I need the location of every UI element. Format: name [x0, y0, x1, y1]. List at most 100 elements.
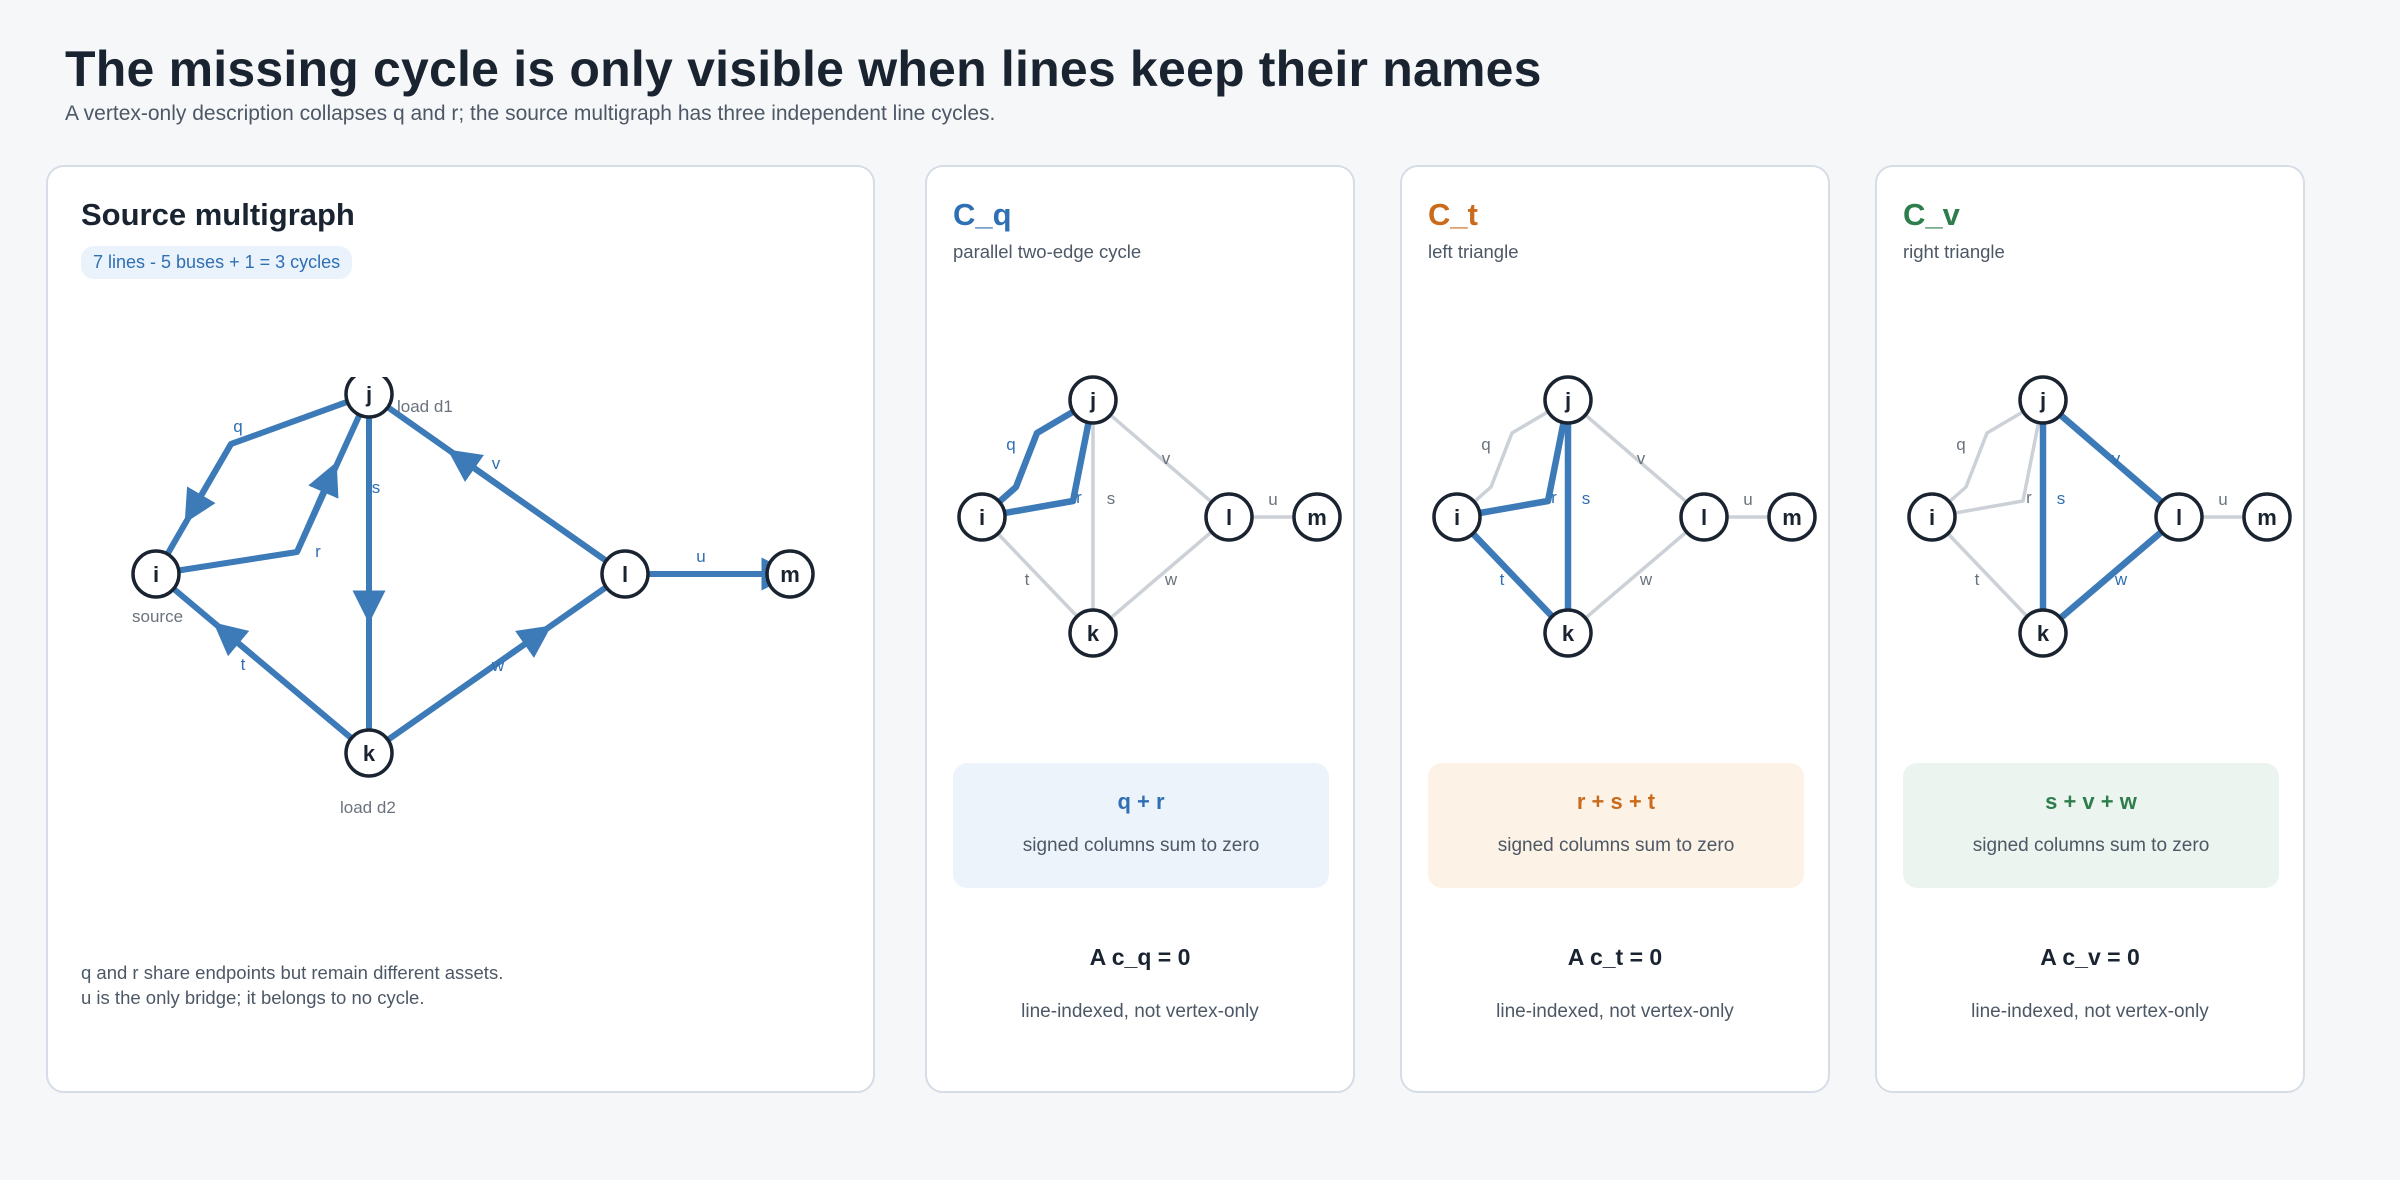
cycle-signed-note: signed columns sum to zero: [1022, 835, 1260, 856]
svg-text:m: m: [2257, 505, 2277, 530]
svg-text:m: m: [1307, 505, 1327, 530]
cycle-summary-box: q + r signed columns sum to zero: [953, 763, 1329, 888]
edge-r: [1453, 396, 1572, 521]
edge-label-t: t: [1500, 570, 1505, 589]
edge-t: [1930, 515, 2045, 635]
cycle-footer: line-indexed, not vertex-only: [1021, 1001, 1259, 1022]
node-j: j: [344, 377, 394, 419]
svg-text:j: j: [365, 382, 372, 407]
edge-r: [978, 396, 1097, 521]
source-heading: Source multigraph: [81, 197, 355, 232]
edge-r-arrow: [294, 461, 339, 554]
svg-text:j: j: [1089, 388, 1096, 413]
edge-r: [1930, 398, 2045, 519]
edge-label-q: q: [1006, 435, 1015, 454]
edge-label-s: s: [372, 478, 381, 497]
node-m: m: [1292, 492, 1342, 542]
edge-label-t: t: [241, 655, 246, 674]
edge-label-r: r: [1076, 488, 1082, 507]
edge-label-r: r: [315, 542, 321, 561]
cycle-signed-note: signed columns sum to zero: [1497, 835, 1735, 856]
edge-label-s: s: [1107, 489, 1116, 508]
svg-text:i: i: [1454, 505, 1460, 530]
edge-label-w: w: [1164, 570, 1178, 589]
node-j: j: [1543, 375, 1593, 425]
annotation-source: source: [132, 607, 183, 626]
node-i: i: [131, 549, 181, 599]
edge-v: [1566, 398, 1706, 519]
edge-label-t: t: [1975, 570, 1980, 589]
node-j: j: [1068, 375, 1118, 425]
edge-v: [1091, 398, 1231, 519]
edge-q-arrow: [184, 442, 234, 524]
edge-label-q: q: [1956, 435, 1965, 454]
svg-text:l: l: [1701, 505, 1707, 530]
cycle-name: C_t: [1428, 197, 1478, 232]
svg-text:k: k: [363, 741, 376, 766]
svg-text:j: j: [1564, 388, 1571, 413]
edge-t: [980, 515, 1095, 635]
edge-t-arrow: [213, 622, 371, 756]
edge-label-u: u: [1743, 490, 1752, 509]
cycle-count-badge: 7 lines - 5 buses + 1 = 3 cycles: [81, 246, 353, 279]
edge-label-u: u: [696, 547, 705, 566]
edge-q: [153, 391, 372, 577]
node-l: l: [1679, 492, 1729, 542]
edge-label-v: v: [492, 454, 501, 473]
edge-w: [2039, 513, 2183, 637]
svg-text:l: l: [622, 562, 628, 587]
node-l: l: [600, 549, 650, 599]
node-i: i: [957, 492, 1007, 542]
source-multigraph-card: Source multigraph 7 lines - 5 buses + 1 …: [46, 165, 875, 1093]
node-l: l: [1204, 492, 1254, 542]
svg-text:j: j: [2039, 388, 2046, 413]
edge-w: [1091, 515, 1231, 635]
edge-label-q: q: [233, 417, 242, 436]
svg-text:i: i: [153, 562, 159, 587]
edge-w: [1566, 515, 1706, 635]
cycle-expression: s + v + w: [2045, 789, 2137, 814]
edge-label-r: r: [2026, 488, 2032, 507]
edge-label-w: w: [491, 656, 505, 675]
node-k: k: [344, 728, 394, 778]
node-m: m: [765, 549, 815, 599]
cycle-signed-note: signed columns sum to zero: [1972, 835, 2210, 856]
edge-label-t: t: [1025, 570, 1030, 589]
cycle-name: C_v: [1903, 197, 1960, 232]
svg-text:l: l: [1226, 505, 1232, 530]
edge-label-w: w: [2114, 570, 2128, 589]
node-i: i: [1907, 492, 1957, 542]
svg-text:m: m: [1782, 505, 1802, 530]
cycle-summary-box: s + v + w signed columns sum to zero: [1903, 763, 2279, 888]
cycle-name: C_q: [953, 197, 1012, 232]
edge-t: [1453, 513, 1572, 637]
edge-v-arrow: [447, 449, 627, 577]
edge-label-w: w: [1639, 570, 1653, 589]
node-m: m: [1767, 492, 1817, 542]
edge-label-s: s: [2057, 489, 2066, 508]
svg-text:i: i: [979, 505, 985, 530]
node-k: k: [2018, 608, 2068, 658]
svg-text:k: k: [1562, 621, 1575, 646]
note-parallel-lines: q and r share endpoints but remain diffe…: [81, 962, 504, 983]
cycle-equation: A c_t = 0: [1567, 944, 1663, 970]
annotation-load-d1: load d1: [397, 397, 453, 416]
node-l: l: [2154, 492, 2204, 542]
cycle-footer: line-indexed, not vertex-only: [1971, 1001, 2209, 1022]
annotation-load-d2: load d2: [340, 798, 396, 817]
cycle-expression: r + s + t: [1576, 789, 1656, 814]
cycle-description: parallel two-edge cycle: [953, 241, 1142, 262]
edge-label-u: u: [1268, 490, 1277, 509]
svg-text:m: m: [780, 562, 800, 587]
edge-label-q: q: [1481, 435, 1490, 454]
cycle-summary-box: r + s + t signed columns sum to zero: [1428, 763, 1804, 888]
cycle-expression: q + r: [1117, 789, 1165, 814]
edge-label-u: u: [2218, 490, 2227, 509]
edge-label-v: v: [2112, 449, 2121, 468]
cycle-equation: A c_v = 0: [2040, 944, 2140, 970]
edge-v: [2039, 396, 2183, 521]
edge-r: [153, 391, 372, 577]
svg-text:l: l: [2176, 505, 2182, 530]
